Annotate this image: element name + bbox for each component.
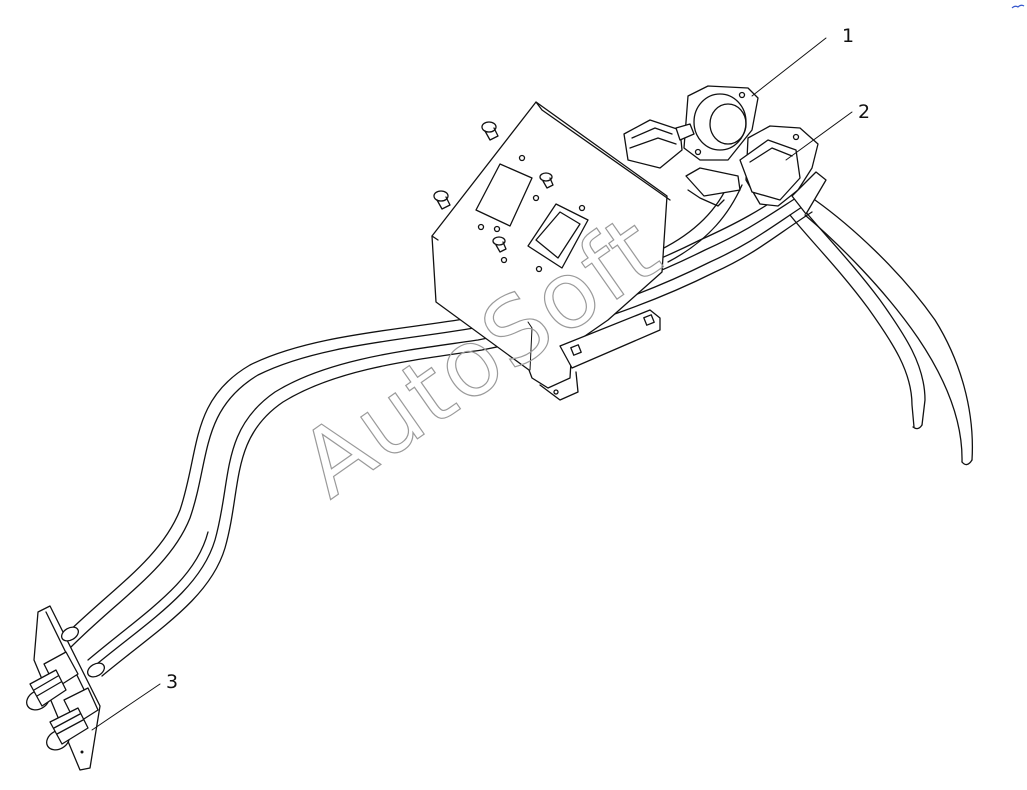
mounting-bracket xyxy=(431,101,671,401)
connector-panel xyxy=(26,605,106,771)
callout-1: 1 xyxy=(751,25,854,97)
callout-3: 3 xyxy=(91,671,178,731)
bolt-4 xyxy=(492,236,507,253)
bolt-2 xyxy=(433,190,451,210)
corner-mark xyxy=(1011,4,1025,9)
callout-2-label: 2 xyxy=(858,101,870,123)
callout-1-label: 1 xyxy=(842,25,854,47)
callout-2: 2 xyxy=(785,101,870,161)
wire-harness xyxy=(59,179,974,677)
bolt-1 xyxy=(481,121,499,141)
switch-2 xyxy=(685,125,827,215)
callout-3-label: 3 xyxy=(166,671,178,693)
switch-1 xyxy=(623,85,759,169)
bolt-3 xyxy=(539,172,554,189)
